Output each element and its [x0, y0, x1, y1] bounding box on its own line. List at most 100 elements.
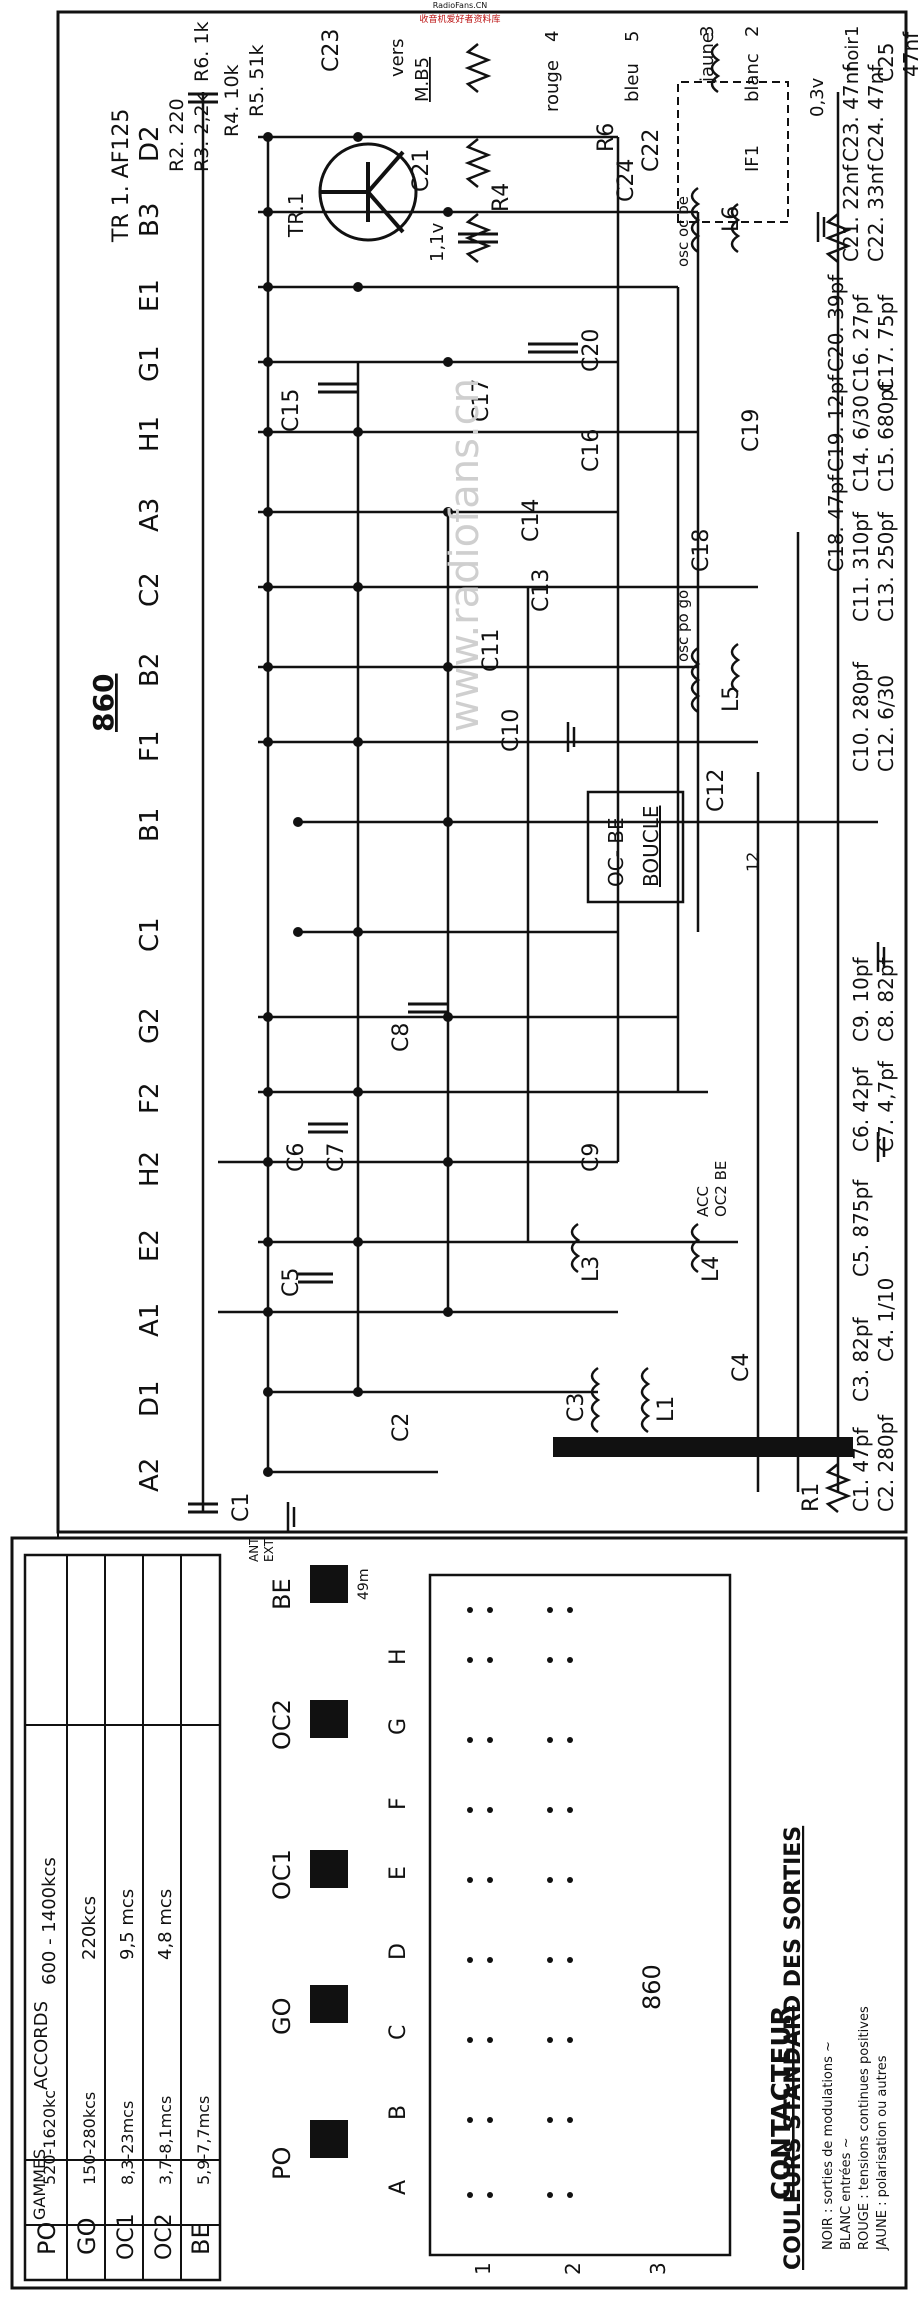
- label-c18: C18: [689, 529, 714, 572]
- cap-c9: C9. 10pf: [849, 956, 873, 1042]
- label-c19: C19: [739, 409, 764, 452]
- cap-c1: C1. 47pf: [849, 1426, 873, 1512]
- gammes-go-band: GO: [73, 2218, 101, 2256]
- vers-label: vers: [387, 38, 408, 77]
- gammes-rows: PO 520-1620kc 600 - 1400kcs GO 150-280kc…: [33, 1857, 215, 2260]
- band-po-box: [310, 2120, 348, 2158]
- gammes-oc1-band: OC1: [114, 2213, 139, 2260]
- gammes-po-band: PO: [33, 2222, 61, 2255]
- rouge-label: rouge: [542, 60, 563, 112]
- schematic-rotated: A2 D1 A1 E2 H2 F2 G2 C1 B1 F1 B2 C2 A3 H…: [87, 22, 920, 1562]
- contacteur-columns: A B C D E F G H: [386, 1648, 411, 2195]
- cap-c16: C16. 27pf: [849, 294, 873, 392]
- contacteur-grid-box: [428, 1573, 732, 2257]
- resistor-symbols: [464, 43, 852, 1513]
- band-oc2-box: [310, 1700, 348, 1738]
- label-c6: C6: [284, 1143, 309, 1172]
- legend-line-2: BLANC entrées ~: [839, 2138, 854, 2250]
- label-c22: C22: [639, 129, 664, 172]
- component-label-group: C1 C2 C3 C4 C5 C6 C7 C8 C9 C10 C11 C12 C…: [229, 29, 824, 1522]
- accords-header: ACCORDS: [31, 2001, 52, 2090]
- switch-H2: H2: [135, 1151, 165, 1187]
- voltage-2: 0,3v: [807, 77, 828, 117]
- switch-B3: B3: [135, 203, 165, 237]
- transistor-pins: [320, 150, 405, 234]
- jaune-num: 3: [697, 26, 718, 37]
- label-r4: R4: [489, 183, 514, 212]
- oc2-be-label: OC2 BE: [712, 1161, 730, 1217]
- cap-c2: C2. 280pf: [874, 1414, 898, 1512]
- label-l3: L3: [579, 1256, 604, 1282]
- cap-c6: C6. 42pf: [849, 1066, 873, 1152]
- watermark-center: www.radiofans.cn: [442, 378, 488, 732]
- band-go: GO: [268, 1998, 296, 2036]
- watermark-top-1: RadioFans.CN: [433, 1, 488, 10]
- col-e: E: [386, 1866, 411, 1880]
- watermark-top-2: 收音机爱好者资料库: [419, 13, 500, 25]
- noir-num: 1: [842, 26, 863, 37]
- coil-symbols: [570, 42, 741, 1434]
- label-c14: C14: [519, 499, 544, 542]
- band-note: 49m: [356, 1569, 372, 1600]
- output-labels: vers M.B5 rouge 4 bleu 5 jaune 3 blanc 2…: [387, 26, 863, 172]
- legend-lines: NOIR : sorties de modulations ~ BLANC en…: [821, 2006, 890, 2251]
- cap-c15: C15. 680pf: [874, 381, 898, 492]
- label-c10: C10: [499, 709, 524, 752]
- label-c20: C20: [579, 329, 604, 372]
- label-c15: C15: [279, 389, 304, 432]
- cap-c4: C4. 1/10: [874, 1278, 898, 1362]
- contacteur-model: 860: [638, 1964, 666, 2010]
- cap-c10: C10. 280pf: [849, 661, 873, 772]
- col-f: F: [386, 1797, 411, 1810]
- switch-E2: E2: [135, 1229, 165, 1262]
- label-c4: C4: [729, 1353, 754, 1382]
- cap-c25-value: 47nf: [899, 31, 920, 77]
- switch-D2: D2: [135, 125, 165, 162]
- gammes-be-range: 5,9-7,7mcs: [194, 2096, 213, 2185]
- contacteur-title: CONTACTEUR: [767, 2006, 797, 2201]
- contacteur-rows: 1 2 3: [471, 2262, 670, 2275]
- label-c17: C17: [469, 379, 494, 422]
- jaune-label: jaune: [697, 32, 718, 83]
- label-r6: R6: [594, 123, 619, 152]
- band-oc1: OC1: [268, 1849, 296, 1900]
- coil-annotations: osc po go osc oc be ACC OC2 BE: [674, 196, 730, 1217]
- col-c: C: [386, 2025, 411, 2040]
- switch-G1: G1: [135, 345, 165, 382]
- switch-B2: B2: [135, 653, 165, 687]
- acc-label: ACC: [694, 1186, 712, 1217]
- cap-c8: C8. 82pf: [874, 956, 898, 1042]
- switch-A1: A1: [135, 1303, 165, 1337]
- label-c23: C23: [319, 29, 344, 72]
- cap-c17: C17. 75pf: [874, 294, 898, 392]
- band-go-box: [310, 1985, 348, 2023]
- r4-value: R4. 10k: [221, 64, 243, 137]
- tr-label: TR.1: [284, 193, 308, 238]
- cap-c11: C11. 310pf: [849, 511, 873, 622]
- r5-value: R5. 51k: [246, 44, 268, 117]
- label-c24: C24: [614, 159, 639, 202]
- ferrite-rod: [553, 1437, 853, 1457]
- gammes-po-range: 520-1620kc: [40, 2090, 59, 2185]
- switch-labels: A2 D1 A1 E2 H2 F2 G2 C1 B1 F1 B2 C2 A3 H…: [135, 125, 165, 1492]
- bleu-label: bleu: [622, 63, 643, 102]
- col-a: A: [386, 2180, 411, 2195]
- loop-box: [586, 790, 685, 904]
- voltage-1: 1,1v: [427, 222, 448, 262]
- noir-label: noir: [842, 37, 863, 72]
- legend-line-4: JAUNE : polarisation ou autres: [875, 2055, 890, 2251]
- gammes-be-band: BE: [187, 2223, 215, 2255]
- label-c16: C16: [579, 429, 604, 472]
- gammes-header: GAMMES: [30, 2149, 49, 2220]
- legend-line-1: NOIR : sorties de modulations ~: [821, 2041, 836, 2250]
- loop-box-line1: OC- BE: [604, 817, 628, 887]
- legend-title: COULEURS STANDARD DES SORTIES: [781, 1826, 806, 2270]
- label-c9: C9: [579, 1143, 604, 1172]
- outer-frame: [56, 10, 908, 1534]
- capacitor-values: C1. 47pf C2. 280pf C3. 82pf C4. 1/10 C5.…: [824, 31, 920, 1512]
- label-c12: C12: [704, 769, 729, 812]
- switch-G2: G2: [135, 1007, 165, 1044]
- cap-c25: C25: [874, 43, 898, 82]
- switch-H1: H1: [135, 416, 165, 452]
